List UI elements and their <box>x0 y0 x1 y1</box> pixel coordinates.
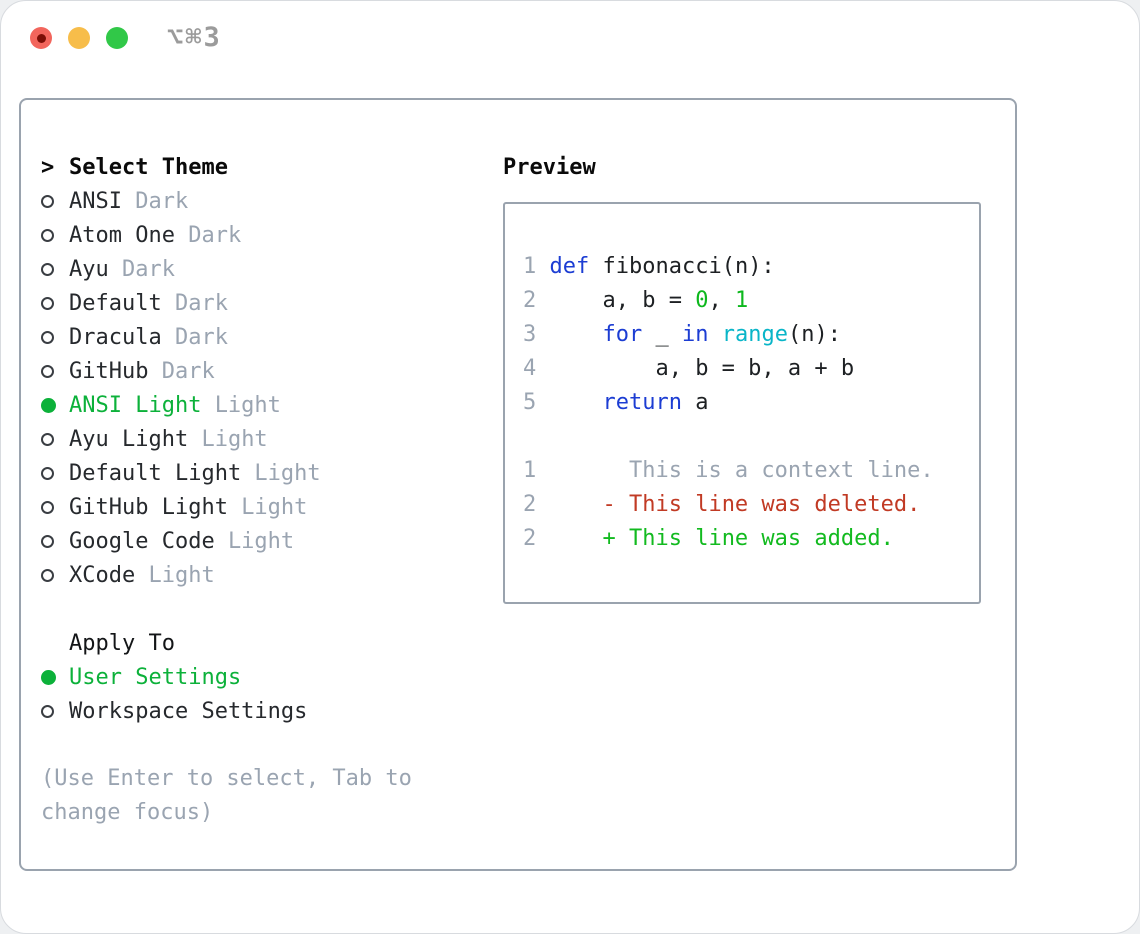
marker <box>41 330 69 344</box>
code-line <box>523 420 979 454</box>
code-block: 1 def fibonacci(n): 2 a, b = 0, 1 3 for _ … <box>523 250 979 556</box>
theme-variant: Dark <box>188 222 242 248</box>
theme-option[interactable]: Ayu Light Light <box>41 422 491 456</box>
theme-variant: Light <box>227 528 295 554</box>
code-line: 4 a, b = b, a + b <box>523 356 855 381</box>
theme-variant: Dark <box>174 290 228 316</box>
theme-name: Ayu <box>69 256 109 282</box>
select-theme-title: Select Theme <box>69 154 228 180</box>
marker <box>41 296 69 310</box>
theme-variant: Dark <box>135 188 189 214</box>
theme-name: GitHub <box>69 358 149 384</box>
theme-variant: Dark <box>174 324 228 350</box>
code-line: 2 - This line was deleted. <box>523 492 921 517</box>
theme-name: GitHub Light <box>69 494 228 520</box>
theme-option[interactable]: GitHub Light Light <box>41 490 491 524</box>
theme-name: ANSI Light <box>69 392 202 418</box>
theme-option[interactable]: Ayu Dark <box>41 252 491 286</box>
window-title: ⌥⌘3 <box>167 22 222 53</box>
apply-to-label: User Settings <box>69 664 242 690</box>
code-line: 1 This is a context line. <box>523 458 934 483</box>
window-titlebar: ⌥⌘3 <box>1 1 1139 75</box>
theme-variant: Light <box>214 392 281 418</box>
radio-unselected-icon <box>41 500 54 514</box>
radio-unselected-icon <box>41 194 54 208</box>
marker <box>41 228 69 242</box>
theme-variant: Dark <box>121 256 175 282</box>
theme-variant: Light <box>241 494 308 520</box>
cursor-icon: > <box>41 154 55 180</box>
radio-unselected-icon <box>41 228 54 242</box>
code-line: 1 def fibonacci(n): <box>523 254 775 279</box>
apply-to-option[interactable]: User Settings <box>41 660 491 694</box>
marker <box>41 364 69 378</box>
radio-unselected-icon <box>41 568 54 582</box>
preview-panel: Preview 1 def fibonacci(n): 2 a, b = 0, 1… <box>503 150 981 604</box>
theme-name: XCode <box>69 562 136 588</box>
apply-to-title: Apply To <box>69 630 175 656</box>
record-dot-icon <box>36 33 46 43</box>
theme-option[interactable]: Default Dark <box>41 286 491 320</box>
theme-name: Ayu Light <box>69 426 189 452</box>
theme-variant: Dark <box>161 358 215 384</box>
radio-unselected-icon <box>41 432 54 446</box>
radio-unselected-icon <box>41 262 54 276</box>
preview-box: 1 def fibonacci(n): 2 a, b = 0, 1 3 for _ … <box>503 202 981 604</box>
preview-title: Preview <box>503 154 596 180</box>
marker <box>41 568 69 582</box>
apply-to-header: Apply To <box>41 626 491 660</box>
apply-to-label: Workspace Settings <box>69 698 308 724</box>
marker <box>41 432 69 446</box>
radio-unselected-icon <box>41 466 54 480</box>
marker <box>41 466 69 480</box>
help-text: (Use Enter to select, Tab to change focu… <box>41 766 412 825</box>
code-line: 2 + This line was added. <box>523 526 894 551</box>
spacer <box>41 728 491 762</box>
radio-unselected-icon <box>41 296 54 310</box>
marker <box>41 500 69 514</box>
theme-name: Google Code <box>69 528 215 554</box>
select-theme-header: > Select Theme <box>41 150 491 184</box>
marker <box>41 704 69 718</box>
theme-option[interactable]: ANSI Light Light <box>41 388 491 422</box>
theme-option[interactable]: ANSI Dark <box>41 184 491 218</box>
code-line: 3 for _ in range(n): <box>523 322 841 347</box>
spacer <box>41 592 491 626</box>
code-line: 2 a, b = 0, 1 <box>523 288 749 313</box>
radio-unselected-icon <box>41 330 54 344</box>
zoom-button[interactable] <box>106 27 128 49</box>
radio-unselected-icon <box>41 534 54 548</box>
theme-option[interactable]: Default Light Light <box>41 456 491 490</box>
close-button[interactable] <box>30 27 52 49</box>
theme-name: Atom One <box>69 222 175 248</box>
code-line: 5 return a <box>523 390 709 415</box>
theme-option[interactable]: XCode Light <box>41 558 491 592</box>
theme-option[interactable]: Dracula Dark <box>41 320 491 354</box>
theme-variant: Light <box>201 426 268 452</box>
radio-unselected-icon <box>41 364 54 378</box>
marker <box>41 397 69 413</box>
theme-variant: Light <box>254 460 321 486</box>
theme-name: Default <box>69 290 162 316</box>
marker <box>41 669 69 685</box>
marker <box>41 534 69 548</box>
theme-name: ANSI <box>69 188 122 214</box>
marker <box>41 262 69 276</box>
marker <box>41 194 69 208</box>
apply-to-option[interactable]: Workspace Settings <box>41 694 491 728</box>
theme-variant: Light <box>148 562 215 588</box>
theme-name: Dracula <box>69 324 162 350</box>
theme-name: Default Light <box>69 460 242 486</box>
theme-option[interactable]: GitHub Dark <box>41 354 491 388</box>
radio-selected-icon <box>41 669 56 685</box>
radio-selected-icon <box>41 397 56 413</box>
minimize-button[interactable] <box>68 27 90 49</box>
radio-unselected-icon <box>41 704 54 718</box>
theme-option[interactable]: Google Code Light <box>41 524 491 558</box>
theme-option[interactable]: Atom One Dark <box>41 218 491 252</box>
